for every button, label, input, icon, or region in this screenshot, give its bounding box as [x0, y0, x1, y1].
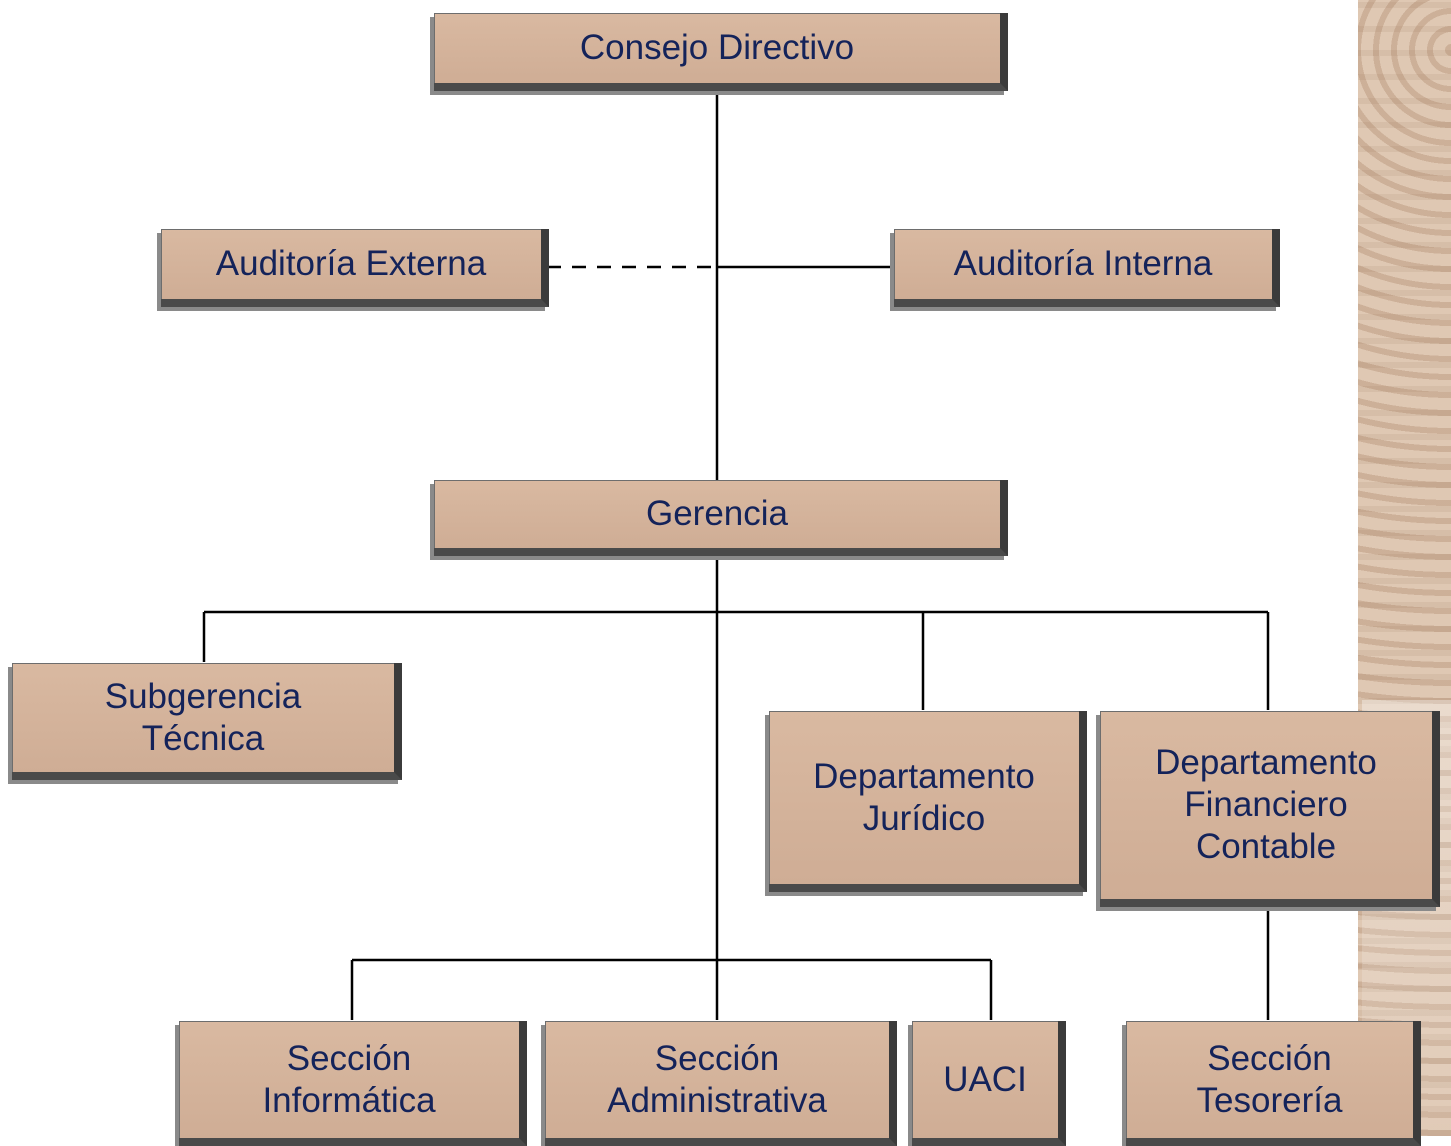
node-label: UACI [943, 1059, 1027, 1099]
node-label: Consejo Directivo [579, 28, 855, 67]
node-label-line: Sección [1207, 1038, 1332, 1078]
node-uaci: UACI [912, 1021, 1066, 1146]
node-seccion-informatica: Sección Informática [179, 1021, 527, 1146]
node-label-line: Sección [654, 1038, 780, 1078]
node-seccion-tesoreria: Sección Tesorería [1126, 1021, 1421, 1146]
node-label-line: Sección [286, 1038, 412, 1078]
node-label-line: Contable [1195, 827, 1337, 866]
node-label: Subgerencia Técnica [99, 676, 308, 760]
node-label: Sección Tesorería [1191, 1038, 1349, 1122]
node-label: Auditoría Externa [215, 244, 487, 283]
node-label-line: Técnica [141, 718, 265, 758]
node-subgerencia-tecnica: Subgerencia Técnica [12, 663, 402, 780]
node-label: Sección Administrativa [601, 1038, 833, 1122]
node-departamento-juridico: Departamento Jurídico [769, 711, 1087, 892]
node-label-line: Financiero [1184, 785, 1348, 824]
node-seccion-administrativa: Sección Administrativa [545, 1021, 897, 1146]
node-label: Auditoría Interna [953, 244, 1213, 283]
node-label-line: Subgerencia [104, 676, 302, 716]
node-label: Departamento Jurídico [807, 756, 1041, 840]
node-departamento-financiero-contable: Departamento Financiero Contable [1100, 711, 1440, 907]
node-label-line: Informática [262, 1080, 436, 1120]
node-label: Sección Informática [256, 1038, 441, 1122]
node-label: Departamento Financiero Contable [1149, 742, 1383, 868]
node-label-line: Jurídico [862, 798, 986, 838]
node-label-line: Departamento [813, 756, 1035, 796]
node-auditoria-externa: Auditoría Externa [161, 229, 549, 307]
node-label-line: Tesorería [1196, 1080, 1343, 1120]
node-consejo-directivo: Consejo Directivo [434, 13, 1008, 91]
node-label-line: Departamento [1155, 743, 1377, 782]
node-gerencia: Gerencia [434, 480, 1008, 556]
decorative-side-stripe [1358, 0, 1451, 1136]
node-label-line: Administrativa [607, 1080, 827, 1120]
node-label: Gerencia [645, 494, 789, 533]
node-auditoria-interna: Auditoría Interna [894, 229, 1280, 307]
